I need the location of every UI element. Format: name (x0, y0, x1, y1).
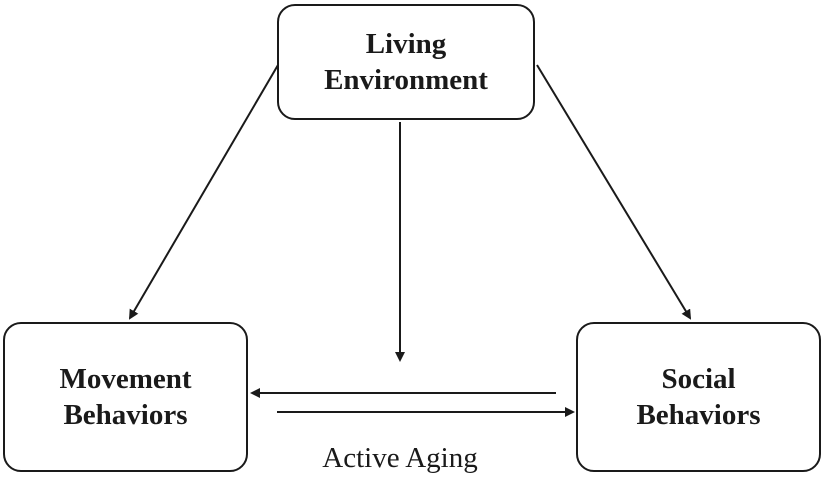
active-aging-caption: Active Aging (322, 442, 478, 474)
arrow-living-to-movement (128, 64, 279, 320)
social-behaviors-line1: Social (661, 363, 736, 395)
movement-behaviors-line1: Movement (59, 363, 192, 395)
arrow-living-to-social (536, 64, 692, 320)
social-behaviors-line2: Behaviors (636, 399, 761, 431)
living-environment-line1: Living (365, 28, 447, 60)
movement-behaviors-line2: Behaviors (63, 399, 188, 431)
living-environment-node: Living Environment (277, 4, 535, 120)
living-environment-line2: Environment (324, 64, 488, 96)
social-behaviors-node: Social Behaviors (576, 322, 821, 472)
movement-behaviors-node: Movement Behaviors (3, 322, 248, 472)
